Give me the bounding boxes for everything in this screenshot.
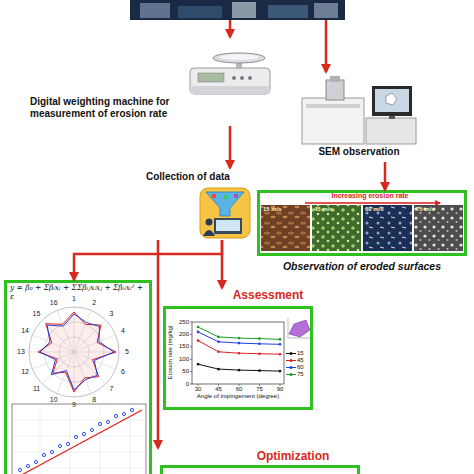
radar-axis-number: 10 xyxy=(46,396,62,404)
legend-line xyxy=(286,367,296,368)
flow-arrow xyxy=(74,240,222,280)
axis-title: Angle of impingement (degree) xyxy=(193,393,283,400)
green-frame xyxy=(4,280,152,474)
radar-axis-number: 15 xyxy=(29,310,45,318)
trend-label: Increasing erosion rate xyxy=(290,192,450,200)
surface-inset xyxy=(288,318,311,338)
legend-line xyxy=(286,353,296,354)
top-arrows xyxy=(230,20,326,72)
tick-label: 75 xyxy=(250,386,270,393)
data-collection-icon xyxy=(200,188,250,238)
micrograph-panel: Observation of eroded surfaces xyxy=(257,190,467,274)
step-label: Digital weighting machine for measuremen… xyxy=(30,96,200,119)
legend-sample xyxy=(286,350,296,357)
legend-marker xyxy=(290,352,293,355)
equation-text: y = β₀ + Σβᵢxᵢ + ΣΣβᵢⱼxᵢxⱼ + Σβᵢᵢxᵢ² + ε xyxy=(10,284,148,301)
step-label: Collection of data xyxy=(146,171,256,183)
speed-label: 45 m/s xyxy=(314,206,360,213)
legend-line xyxy=(286,360,296,361)
panel-heading: Optimization xyxy=(228,450,358,464)
top-photo xyxy=(130,0,345,20)
flow-arrow xyxy=(229,126,232,168)
tick-label: 200 xyxy=(172,331,189,338)
legend-line xyxy=(286,374,296,375)
tick-label: 50 xyxy=(172,368,189,375)
legend-sample xyxy=(286,357,296,364)
panel-caption: Observation of eroded surfaces xyxy=(257,260,467,272)
green-frame xyxy=(257,190,467,256)
tick-label: 100 xyxy=(172,356,189,363)
tick-label: 90 xyxy=(270,386,290,393)
legend-marker xyxy=(290,366,293,369)
radar-axis-number: 14 xyxy=(17,327,33,335)
legend-text: 75 xyxy=(297,371,312,378)
tick-label: 60 xyxy=(229,386,249,393)
radar-axis-number: 6 xyxy=(115,368,131,376)
equipment-step: SEM observation xyxy=(300,74,418,162)
speed-label: 15 m/s xyxy=(263,206,309,213)
legend-marker xyxy=(290,359,293,362)
radar-axis-number: 4 xyxy=(115,327,131,335)
balance-illustration xyxy=(190,53,270,94)
tick-label: 0 xyxy=(172,381,189,388)
green-frame xyxy=(160,465,360,474)
radar-axis-number: 13 xyxy=(13,348,29,356)
flow-arrow xyxy=(157,240,160,448)
speed-label: 60 m/s xyxy=(365,206,411,213)
equipment-step: Digital weighting machine for measuremen… xyxy=(20,38,276,126)
radar-axis-number: 5 xyxy=(119,348,135,356)
optimization-panel: Optimization xyxy=(150,448,370,474)
erosion-line-chart xyxy=(190,318,311,386)
speed-label: 75 m/s xyxy=(416,206,462,213)
legend-marker xyxy=(290,373,293,376)
radar-axis-number: 1 xyxy=(66,295,82,303)
tick-label: 30 xyxy=(188,386,208,393)
probability-plot xyxy=(12,404,146,474)
legend-text: 45 xyxy=(297,357,312,364)
legend-text: 60 xyxy=(297,364,312,371)
radar-axis-number: 11 xyxy=(29,385,45,393)
panel-heading: Assessment xyxy=(213,289,323,303)
radar-axis-number: 12 xyxy=(17,368,33,376)
flow-arrow xyxy=(384,162,387,190)
radar-axis-number: 9 xyxy=(66,401,82,409)
radar-chart xyxy=(29,307,119,397)
radar-axis-number: 7 xyxy=(103,385,119,393)
sem-micrographs xyxy=(261,203,463,251)
modelling-panel: y = β₀ + Σβᵢxᵢ + ΣΣβᵢⱼxᵢxⱼ + Σβᵢᵢxᵢ² + ε xyxy=(4,280,152,474)
data-collection-step: Collection of data xyxy=(144,168,256,240)
step-label: SEM observation xyxy=(300,146,418,158)
tick-label: 250 xyxy=(172,319,189,326)
sem-illustration xyxy=(302,76,416,144)
radar-axis-number: 2 xyxy=(86,299,102,307)
flow-arrow xyxy=(221,240,224,288)
legend-sample xyxy=(286,364,296,371)
radar-axis-number: 8 xyxy=(86,396,102,404)
radar-axis-number: 16 xyxy=(46,299,62,307)
tick-label: 45 xyxy=(209,386,229,393)
tick-label: 150 xyxy=(172,343,189,350)
legend-sample xyxy=(286,371,296,378)
radar-axis-number: 3 xyxy=(103,310,119,318)
legend-text: 15 xyxy=(297,350,312,357)
axis-title: Erosion rate (mg/kg) xyxy=(167,317,174,387)
